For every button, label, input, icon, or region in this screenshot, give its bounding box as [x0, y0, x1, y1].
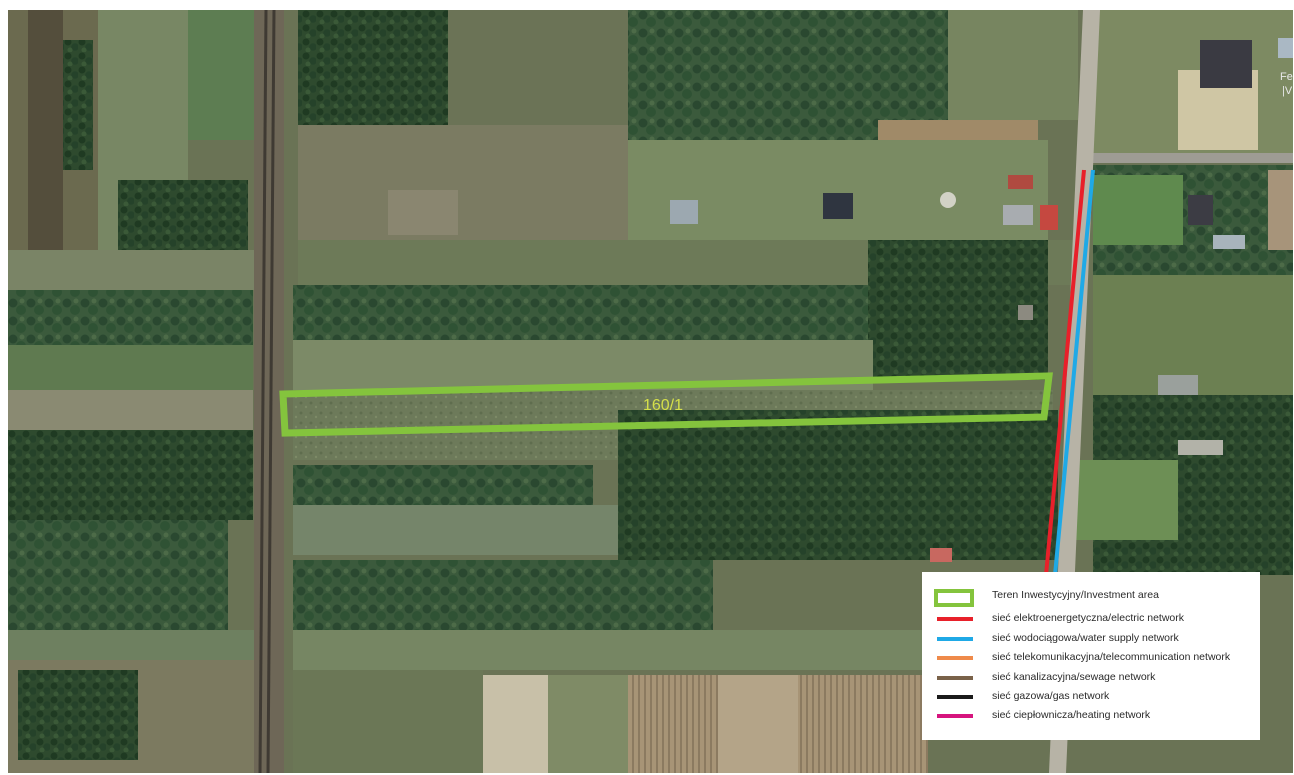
- field: [1068, 460, 1178, 540]
- building: [1158, 375, 1198, 397]
- legend-label: sieć kanalizacyjna/sewage network: [992, 671, 1156, 683]
- map-legend: Teren Inwestycyjny/Investment area sieć e…: [922, 572, 1260, 740]
- legend-item: sieć elektroenergetyczna/electric networ…: [934, 609, 1260, 627]
- legend-item: sieć wodociągowa/water supply network: [934, 629, 1260, 647]
- legend-item: sieć kanalizacyjna/sewage network: [934, 668, 1260, 686]
- field: [483, 675, 548, 773]
- building: [670, 200, 698, 224]
- field: [8, 390, 253, 430]
- legend-label: sieć gazowa/gas network: [992, 690, 1110, 702]
- building: [1200, 40, 1252, 88]
- building: [823, 193, 853, 219]
- tree-stand: [8, 290, 253, 345]
- field: [298, 125, 628, 240]
- building: [1188, 195, 1213, 225]
- legend-label: sieć wodociągowa/water supply network: [992, 632, 1179, 644]
- satellite-map: 160/1 Fe |V: [8, 10, 1293, 773]
- legend-line-swatch: [937, 656, 973, 660]
- road: [1093, 153, 1293, 163]
- corner-text: Fe: [1280, 71, 1293, 83]
- legend-line-swatch: [937, 637, 973, 641]
- field: [188, 10, 258, 140]
- field: [798, 675, 928, 773]
- legend-line-swatch: [937, 676, 973, 680]
- legend-item: sieć telekomunikacyjna/telecommunication…: [934, 648, 1260, 666]
- field: [293, 670, 483, 773]
- building: [1278, 38, 1293, 58]
- field: [948, 10, 1078, 120]
- building: [1178, 440, 1223, 455]
- electric-network-line: [1044, 169, 1086, 576]
- building: [1008, 175, 1033, 189]
- tree-stand: [63, 40, 93, 170]
- tree-stand: [18, 670, 138, 760]
- legend-item: sieć ciepłownicza/heating network: [934, 706, 1260, 724]
- tank: [940, 192, 956, 208]
- field: [8, 630, 258, 660]
- legend-label: sieć ciepłownicza/heating network: [992, 709, 1151, 721]
- legend-label: Teren Inwestycyjny/Investment area: [992, 589, 1159, 601]
- tree-stand: [628, 10, 948, 140]
- legend-line-swatch: [937, 714, 973, 718]
- field: [548, 675, 628, 773]
- field: [448, 10, 638, 125]
- corner-text: |V: [1282, 85, 1293, 97]
- field: [388, 190, 458, 235]
- field: [293, 630, 933, 670]
- legend-item: sieć gazowa/gas network: [934, 687, 1260, 705]
- field: [8, 345, 253, 390]
- building: [1213, 235, 1245, 249]
- field: [1093, 175, 1183, 245]
- tree-stand: [8, 520, 228, 630]
- building: [930, 548, 952, 562]
- building: [1040, 205, 1058, 230]
- building: [1003, 205, 1033, 225]
- tree-belt: [293, 560, 713, 630]
- field: [628, 675, 718, 773]
- tree-stand: [8, 430, 253, 520]
- legend-label: sieć elektroenergetyczna/electric networ…: [992, 612, 1185, 624]
- field: [718, 675, 798, 773]
- water-supply-network-line: [1053, 169, 1095, 576]
- field: [8, 250, 258, 290]
- building: [1018, 305, 1033, 320]
- tree-belt: [293, 285, 873, 340]
- legend-item: Teren Inwestycyjny/Investment area: [934, 586, 1260, 607]
- field: [1268, 170, 1293, 250]
- field: [628, 140, 1048, 240]
- investment-area-boundary[interactable]: [279, 372, 1053, 437]
- tree-stand: [118, 180, 248, 250]
- tree-stand: [298, 10, 448, 125]
- legend-label: sieć telekomunikacyjna/telecommunication…: [992, 651, 1231, 663]
- parcel-label: 160/1: [643, 397, 683, 414]
- legend-line-swatch: [937, 695, 973, 699]
- field: [293, 505, 618, 555]
- tree-stand: [618, 410, 1058, 560]
- legend-line-swatch: [937, 617, 973, 621]
- railway-track: [266, 10, 276, 773]
- tree-belt: [293, 465, 593, 505]
- legend-area-swatch: [934, 589, 974, 607]
- railway-track: [258, 10, 268, 773]
- field: [28, 10, 63, 250]
